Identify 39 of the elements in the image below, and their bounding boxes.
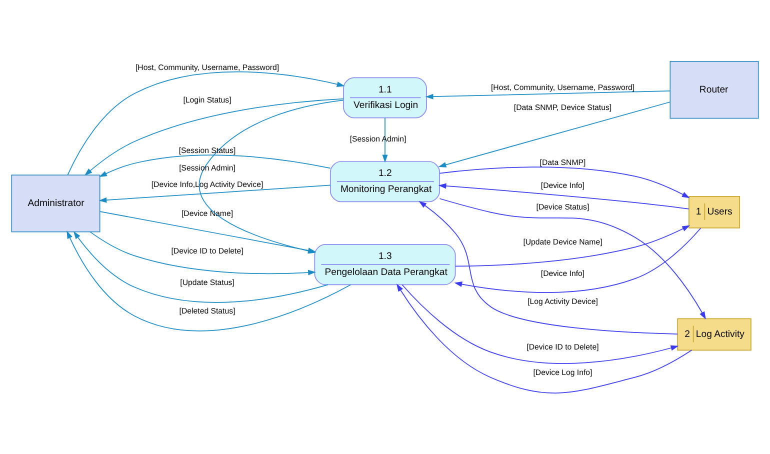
arrow bbox=[396, 283, 692, 393]
node-box: Router bbox=[670, 60, 759, 118]
arrow bbox=[382, 116, 388, 162]
edge-label: [Device ID to Delete] bbox=[171, 246, 244, 255]
edge-label: [Host, Community, Username, Password] bbox=[490, 82, 635, 92]
node-box: Administrator bbox=[11, 174, 100, 232]
edge-label: [Data SNMP, Device Status] bbox=[514, 102, 612, 112]
edge-label: [Device Info] bbox=[540, 268, 585, 278]
node-box: 1.3 Pengelolaan Data Perangkat bbox=[314, 244, 456, 285]
edge-label: [Update Status] bbox=[180, 277, 234, 286]
edge-label: [Host, Community, Username, Password] bbox=[135, 62, 280, 72]
arrow bbox=[418, 200, 678, 334]
arrow bbox=[66, 230, 352, 331]
edge-label: [Deleted Status] bbox=[179, 306, 236, 316]
edge-label: [Log Activity Device] bbox=[528, 296, 598, 306]
arrow bbox=[439, 166, 690, 198]
arrow bbox=[425, 90, 670, 99]
arrow bbox=[98, 184, 331, 202]
arrow bbox=[454, 227, 702, 292]
edge-label: [Device Log Info] bbox=[533, 367, 592, 376]
arrow bbox=[454, 224, 690, 266]
edge-label: [Device Status] bbox=[536, 202, 590, 212]
arrow bbox=[84, 98, 344, 176]
node-box: 1.1 Verifikasi Login bbox=[343, 76, 427, 118]
node-box: 2 Log Activity bbox=[677, 318, 752, 350]
arrow bbox=[99, 154, 331, 176]
arrow bbox=[438, 182, 690, 209]
arrow bbox=[67, 70, 345, 175]
edge-label: [Device Info] bbox=[540, 180, 585, 190]
arrow bbox=[438, 101, 671, 167]
edge-label: [Data SNMP] bbox=[540, 158, 586, 167]
edge-label: [Login Status] bbox=[183, 94, 232, 104]
node-box: 1.2 Monitoring Perangkat bbox=[330, 160, 440, 202]
node-box: 1 Users bbox=[688, 196, 740, 228]
edge-label: [Update Device Name] bbox=[523, 237, 602, 246]
arrow bbox=[439, 198, 706, 320]
edge-label: [Device ID to Delete] bbox=[526, 342, 599, 351]
arrow bbox=[402, 284, 679, 364]
arrow bbox=[73, 230, 328, 302]
